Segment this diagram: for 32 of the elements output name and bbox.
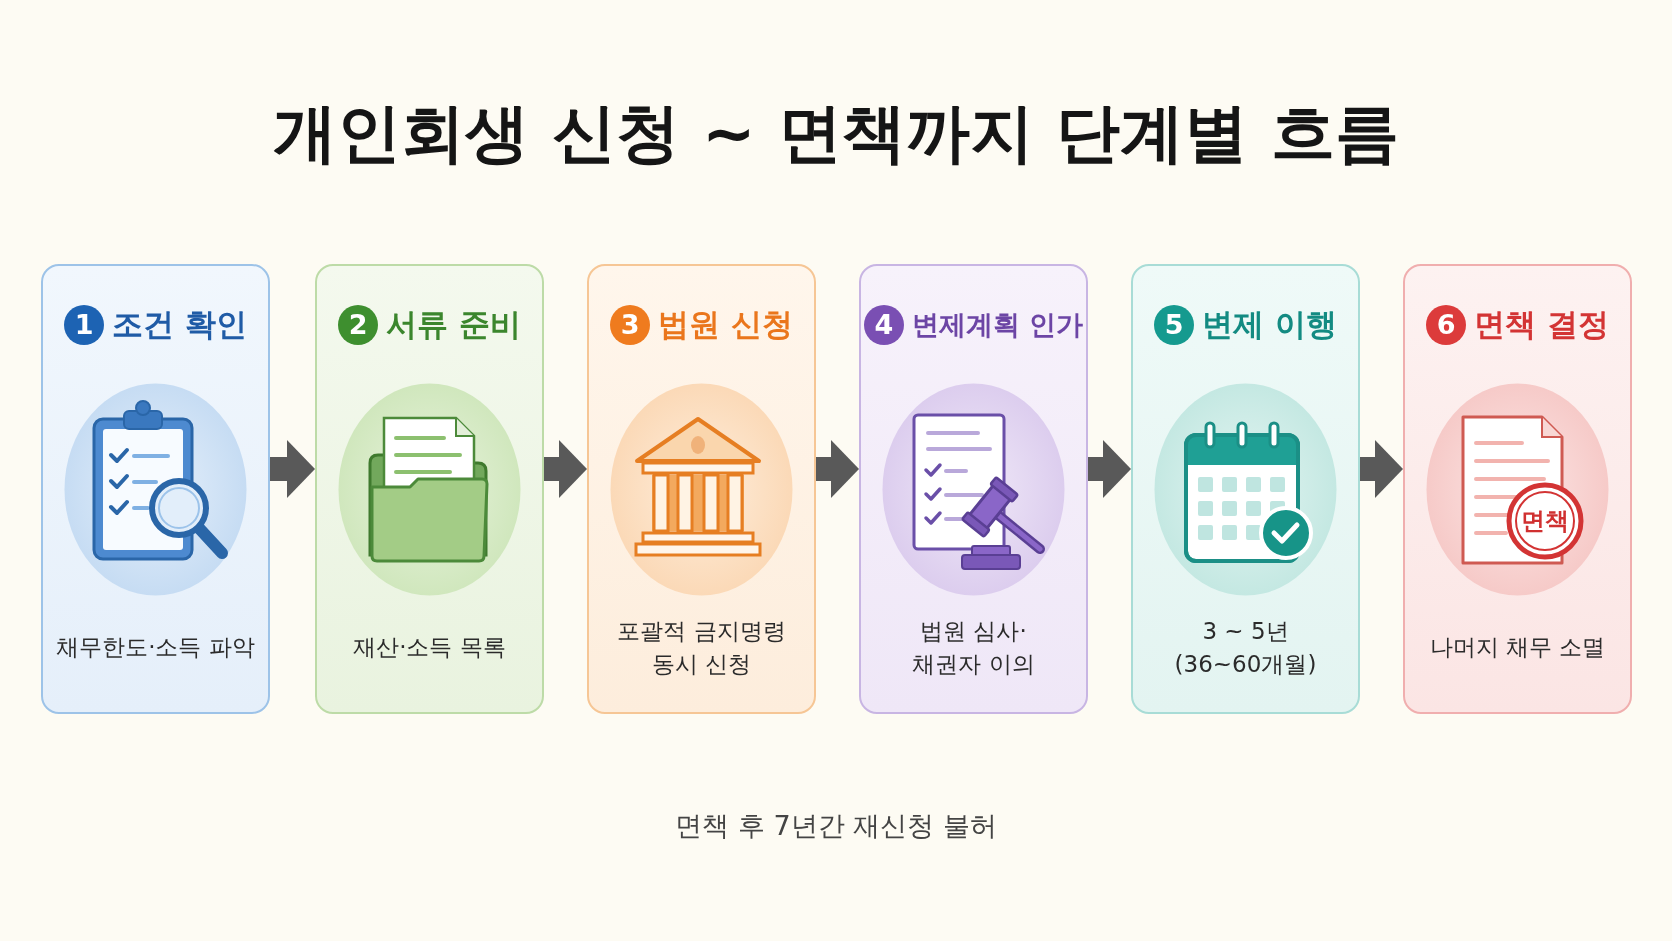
footnote-text: 면책 후 7년간 재신청 불허 <box>675 810 997 841</box>
step-title: 변제계획 인가 <box>911 308 1084 342</box>
step-card <box>587 264 816 714</box>
arrow <box>816 440 859 498</box>
arrow <box>270 440 315 498</box>
diagram-title: 개인회생 신청 ~ 면책까지 단계별 흐름 <box>273 95 1399 171</box>
step-card <box>1131 264 1360 714</box>
step-description: 3 ~ 5년 (36~60개월) <box>1173 616 1318 679</box>
step-number: 3 <box>610 305 651 345</box>
step-description: 나머지 채무 소멸 <box>1429 633 1606 663</box>
step-description: 포괄적 금지명령 동시 신청 <box>616 616 787 679</box>
step-number: 2 <box>338 305 379 345</box>
step-card <box>41 264 270 714</box>
step-title: 조건 확인 <box>112 306 247 344</box>
step-card <box>1403 264 1632 714</box>
step-description: 재산·소득 목록 <box>353 633 506 663</box>
arrow <box>544 440 587 498</box>
step-description: 채무한도·소득 파악 <box>56 633 255 663</box>
step-title: 변제 이행 <box>1202 306 1337 344</box>
step-card <box>315 264 544 714</box>
arrow <box>1088 440 1131 498</box>
step-number: 5 <box>1154 305 1195 345</box>
step-number: 1 <box>64 305 105 345</box>
step-number: 4 <box>863 305 904 345</box>
step-title: 면책 결정 <box>1474 306 1609 344</box>
step-description: 법원 심사· 채권자 이의 <box>911 616 1036 679</box>
step-card <box>859 264 1088 714</box>
arrow <box>1360 440 1403 498</box>
step-title: 서류 준비 <box>386 306 521 344</box>
step-number: 6 <box>1426 305 1467 345</box>
step-title: 법원 신청 <box>658 306 793 344</box>
stamp-text: 면책 <box>1521 507 1569 535</box>
